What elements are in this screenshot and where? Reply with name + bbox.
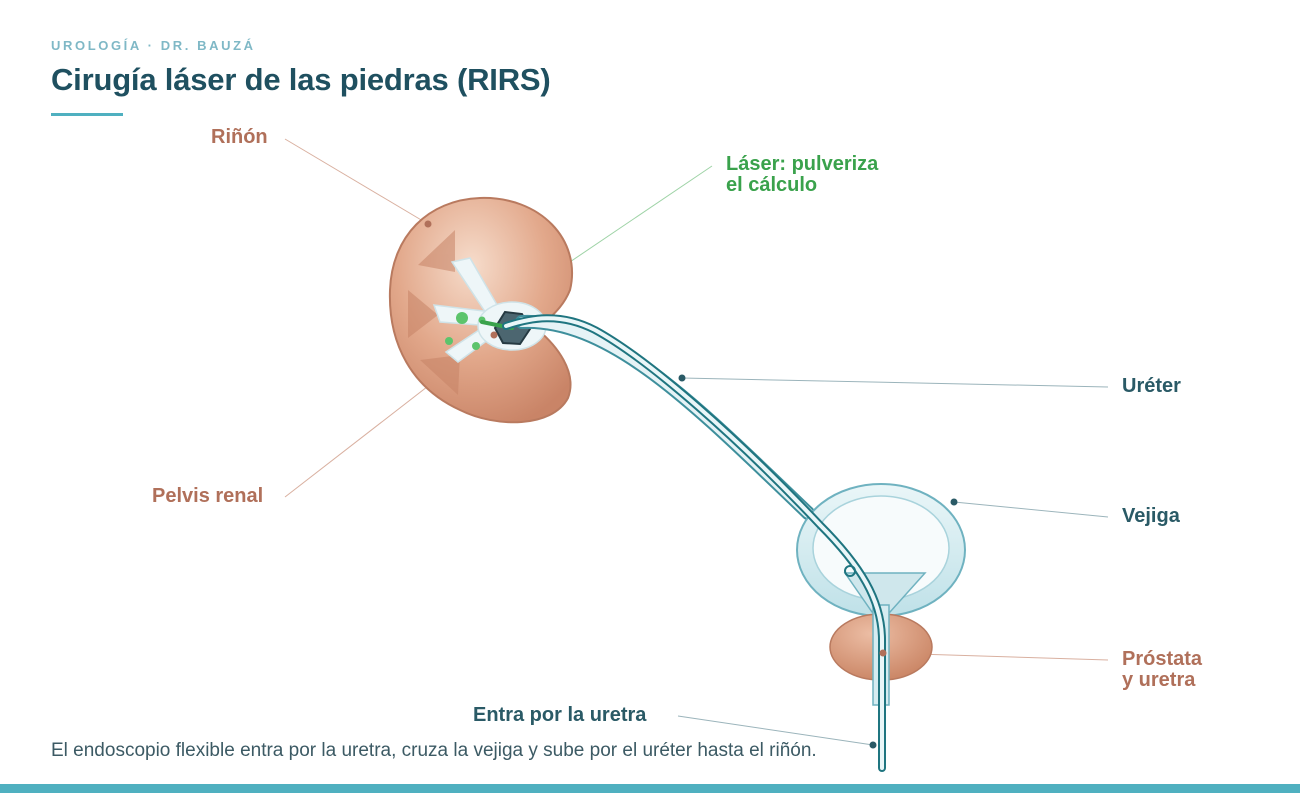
leader-lines — [284, 138, 1109, 746]
leader-ureter — [681, 377, 1109, 388]
leader-urethra — [677, 715, 874, 746]
page-title: Cirugía láser de las piedras (RIRS) — [51, 62, 551, 97]
label-prostate: Próstata y uretra — [1122, 649, 1202, 691]
endoscope-inner — [504, 316, 884, 770]
kidney-marker — [424, 220, 432, 228]
header-kicker: UROLOGÍA · DR. BAUZÁ — [51, 38, 256, 53]
label-laser: Láser: pulveriza el cálculo — [726, 154, 878, 196]
title-underline — [51, 113, 123, 116]
endoscope-joint — [844, 565, 856, 577]
label-laser-line2: el cálculo — [726, 174, 818, 196]
ureter-marker — [678, 374, 686, 382]
bladder-marker — [950, 498, 958, 506]
laser-particles — [445, 312, 486, 350]
ureter-outer — [515, 314, 815, 520]
ureter-inner — [517, 316, 813, 518]
label-laser-line1: Láser: pulveriza — [726, 153, 879, 175]
footer-accent-bar — [0, 784, 1300, 793]
leader-kidney — [284, 138, 429, 225]
urethra-marker — [869, 741, 877, 749]
leader-bladder — [953, 501, 1109, 518]
label-kidney: Riñón — [211, 126, 268, 148]
label-urethra-entry: Entra por la uretra — [473, 704, 647, 726]
pelvis-marker — [490, 331, 498, 339]
diagram-caption: El endoscopio flexible entra por la uret… — [51, 740, 817, 761]
prostate-marker — [879, 649, 887, 657]
label-bladder: Vejiga — [1122, 505, 1180, 527]
renal-pyramids — [408, 230, 460, 395]
label-pelvis: Pelvis renal — [152, 485, 264, 507]
label-prostate-line1: Próstata — [1122, 648, 1203, 670]
label-ureter: Uréter — [1122, 375, 1181, 397]
label-prostate-line2: y uretra — [1122, 669, 1196, 691]
